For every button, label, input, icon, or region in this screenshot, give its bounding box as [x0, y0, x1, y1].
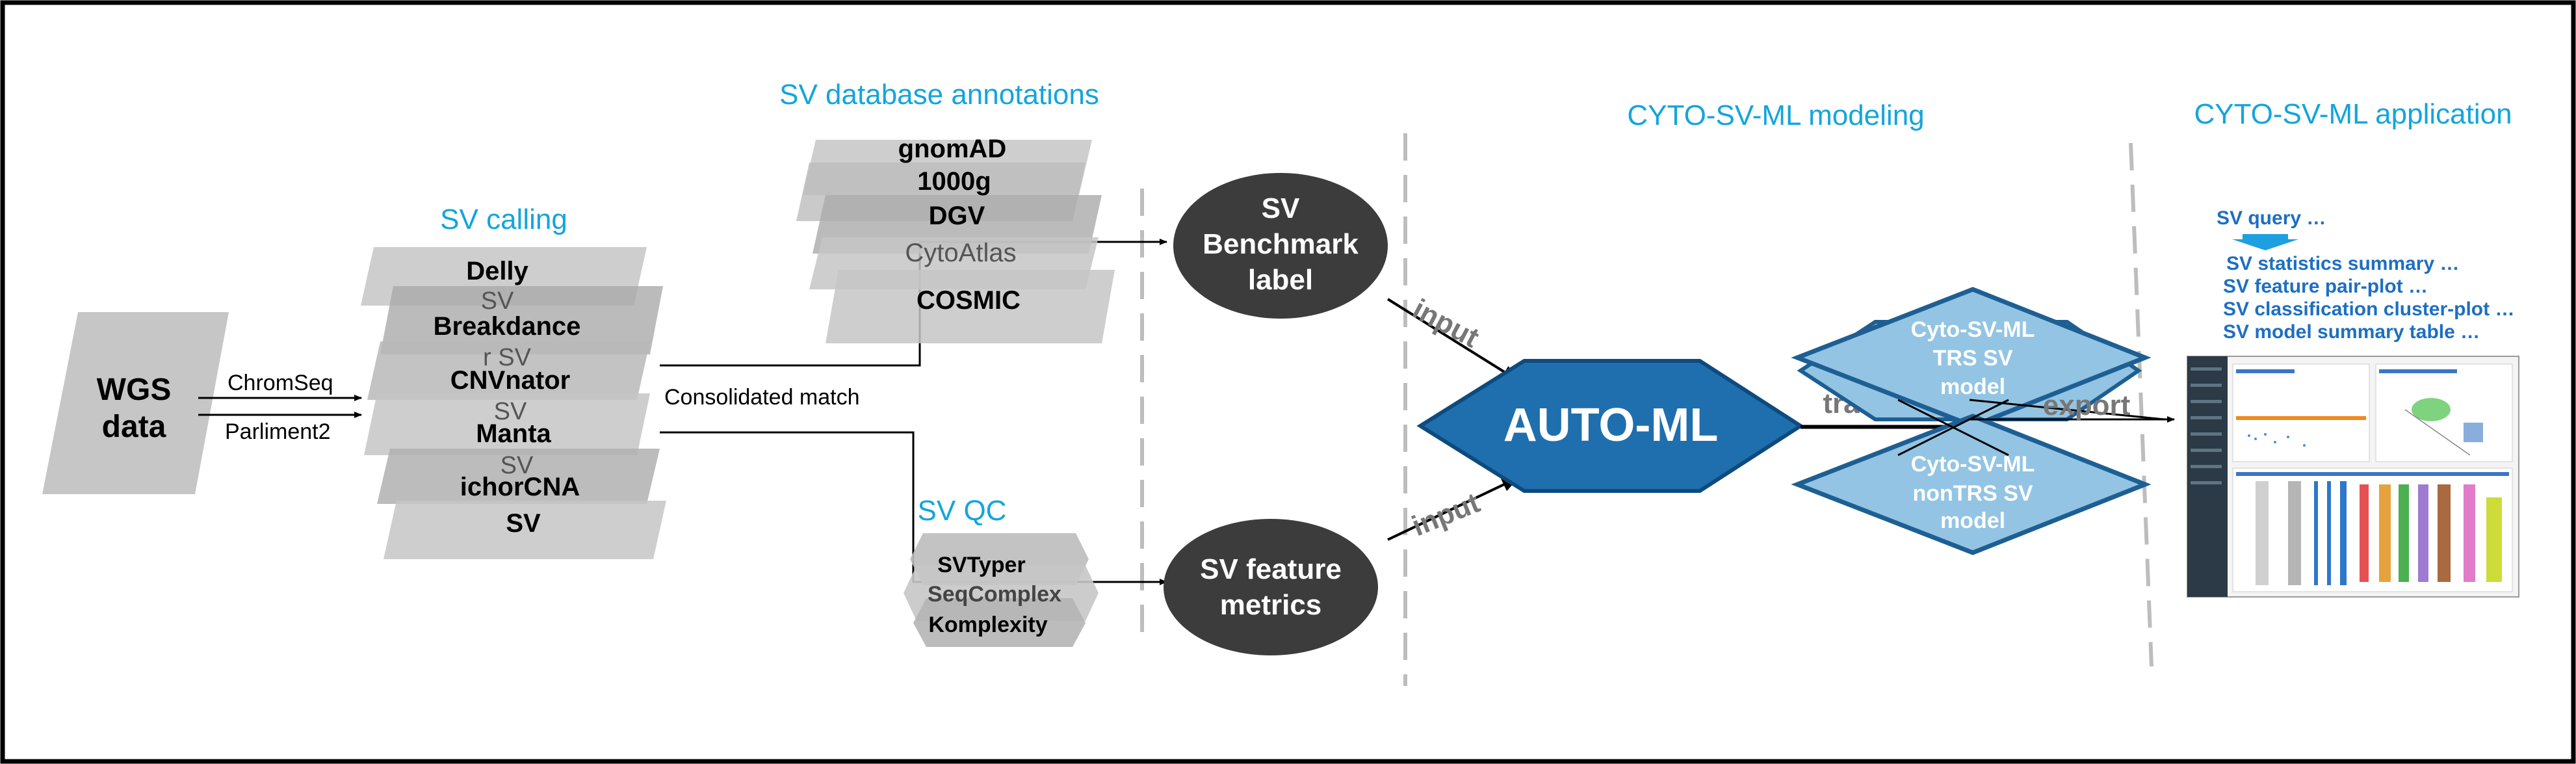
caller-card-2	[380, 286, 663, 354]
section-title-sv-qc: SV QC	[918, 495, 1007, 527]
feature-metrics-node: SV feature metrics	[1164, 519, 1378, 655]
sv-caller-stack: Delly SV Breakdance r SV CNVnator SV Man…	[361, 247, 666, 559]
dashboard-top-left-panel	[2232, 363, 2370, 462]
trs-model-line3: model	[1940, 375, 2005, 399]
caller-card-5	[377, 449, 660, 504]
wgs-label-line2: data	[102, 410, 166, 444]
qc-komplexity: Komplexity	[928, 613, 1047, 637]
dashboard-table-columns	[2256, 481, 2502, 585]
nontrs-model-shape	[1791, 414, 2152, 555]
app-sv-query: SV query …	[2217, 207, 2326, 229]
db-annotation-stack: gnomAD 1000g DGV CytoAtlas COSMIC	[796, 135, 1115, 343]
caller-manta: Manta	[476, 419, 551, 448]
app-sv-table: SV model summary table …	[2223, 321, 2480, 343]
application-list: SV query … SV statistics summary … SV fe…	[2217, 207, 2514, 343]
edge-label-export: export	[2043, 389, 2131, 421]
section-title-modeling: CYTO-SV-ML modeling	[1627, 99, 1924, 131]
qc-tool-stack: SVTyper SeqComplex Komplexity	[904, 533, 1099, 647]
app-sv-pairplot: SV feature pair-plot …	[2223, 276, 2428, 297]
benchmark-line3: label	[1248, 264, 1313, 296]
edge-export-in-1	[1969, 399, 2165, 421]
edge-label-parliment2: Parliment2	[225, 419, 331, 444]
caller-delly: Delly	[466, 257, 528, 285]
dashboard-cluster-highlight	[2464, 423, 2483, 442]
caller-breakdance: Breakdance	[434, 312, 581, 341]
qc-svtyper: SVTyper	[937, 553, 1025, 577]
benchmark-label-node: SV Benchmark label	[1173, 173, 1388, 319]
caller-card-3	[367, 341, 650, 400]
query-arrow-icon	[2232, 234, 2298, 250]
caller-ichorcna: ichorCNA	[460, 473, 580, 501]
benchmark-line1: SV	[1262, 192, 1300, 224]
automl-label: AUTO-ML	[1503, 399, 1719, 451]
edge-input-top	[1386, 298, 1519, 382]
dashboard-sidebar	[2187, 356, 2228, 597]
db-gnomad: gnomAD	[898, 135, 1007, 163]
trs-model-shape	[1791, 287, 2152, 428]
wgs-label-line1: WGS	[97, 373, 172, 407]
dashboard-sidebar-items	[2191, 367, 2222, 484]
caller-r-sv: r SV	[483, 344, 532, 371]
edge-label-consolidated: Consolidated match	[664, 385, 860, 410]
wgs-data-node: WGS data	[42, 312, 229, 494]
benchmark-line2: Benchmark	[1203, 228, 1359, 260]
feature-line1: SV feature	[1200, 553, 1342, 585]
dashboard-cluster-blob	[2412, 398, 2451, 421]
section-title-db-annotations: SV database annotations	[779, 79, 1099, 111]
dashboard-scatter-left	[2248, 433, 2306, 447]
edge-input-bottom	[1387, 477, 1519, 541]
section-title-application: CYTO-SV-ML application	[2194, 98, 2512, 130]
automl-node: AUTO-ML	[1416, 359, 1804, 493]
trs-model-line1: Cyto-SV-ML	[1911, 317, 2035, 342]
dashboard-thumbnail	[2187, 356, 2519, 598]
app-sv-cluster: SV classification cluster-plot …	[2223, 298, 2514, 320]
caller-sv-3: SV	[501, 452, 534, 479]
nontrs-model-line1: Cyto-SV-ML	[1911, 452, 2035, 477]
caller-sv-4: SV	[506, 509, 541, 538]
nontrs-model-line3: model	[1940, 508, 2005, 533]
caller-card-4	[364, 393, 650, 455]
db-1000g: 1000g	[917, 167, 991, 196]
caller-sv-1: SV	[481, 287, 514, 315]
section-title-sv-calling: SV calling	[440, 204, 567, 235]
db-cytoatlas: CytoAtlas	[905, 239, 1016, 267]
edge-cross-2	[1897, 399, 2009, 456]
feature-line2: metrics	[1220, 589, 1322, 621]
caller-cnvnator: CNVnator	[450, 366, 570, 395]
app-sv-stats: SV statistics summary …	[2226, 253, 2460, 274]
db-cosmic: COSMIC	[917, 286, 1021, 315]
qc-seqcomplex: SeqComplex	[928, 582, 1061, 607]
db-dgv: DGV	[929, 202, 985, 230]
separator-application	[2129, 142, 2153, 667]
nontrs-model-line2: nonTRS SV	[1912, 481, 2033, 506]
model-diamonds: Cyto-SV-ML TRS SV model Cyto-SV-ML nonTR…	[1791, 287, 2152, 555]
trs-model-line2: TRS SV	[1933, 346, 2013, 371]
caller-card-6	[384, 501, 666, 559]
caller-sv-2: SV	[494, 398, 527, 425]
db-card-5	[826, 270, 1115, 343]
edge-label-chromseq: ChromSeq	[228, 371, 333, 395]
qc-hex-3	[913, 598, 1086, 647]
